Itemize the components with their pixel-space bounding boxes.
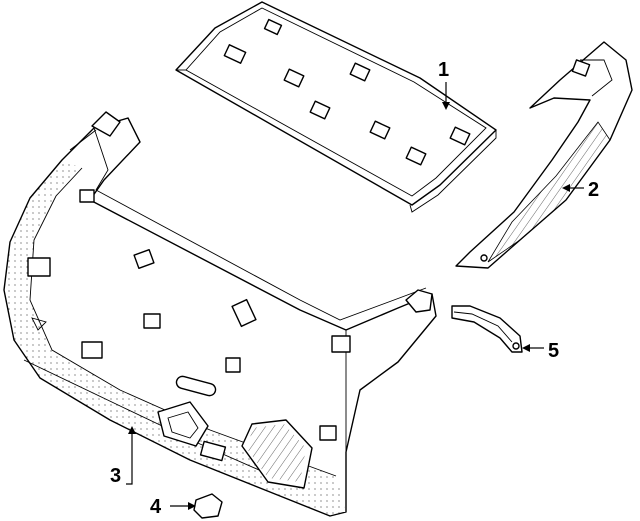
callout-4-label: 4 xyxy=(150,496,162,518)
callout-3-label: 3 xyxy=(110,465,121,487)
small-cover xyxy=(193,493,223,519)
callout-1: 1 xyxy=(438,59,450,110)
callout-5: 5 xyxy=(522,340,559,362)
liftgate-lower-trim xyxy=(3,111,437,517)
callout-5-label: 5 xyxy=(548,340,559,362)
callout-4: 4 xyxy=(150,496,196,518)
callout-3: 3 xyxy=(110,426,136,487)
side-pillar-trim xyxy=(455,41,633,269)
callout-2: 2 xyxy=(562,179,599,201)
callout-1-label: 1 xyxy=(438,59,449,81)
bracket-strip xyxy=(451,305,523,353)
upper-garnish-panel xyxy=(175,1,497,213)
callout-2-label: 2 xyxy=(588,179,599,201)
